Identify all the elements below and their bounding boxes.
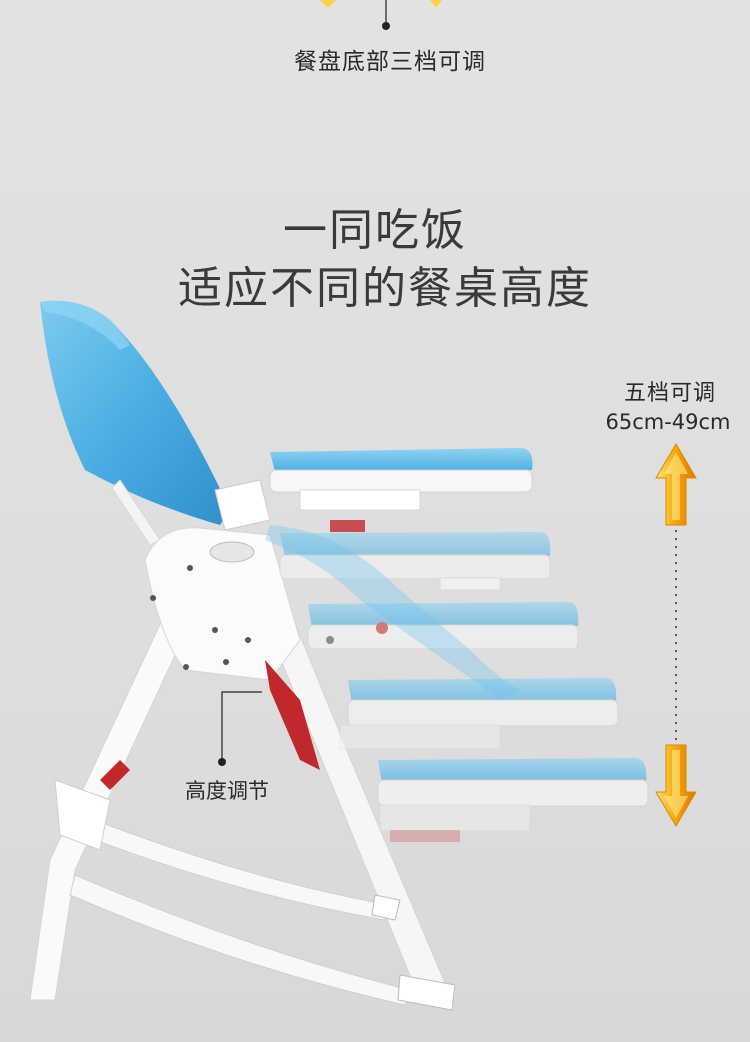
chair-backrest (40, 300, 230, 525)
chair-hinge-plate (144, 479, 320, 770)
levels-caption: 五档可调 (623, 381, 716, 406)
tray-arm-ghost (265, 525, 520, 700)
tray-level-1 (269, 448, 533, 532)
tray-bottom-caption: 餐盘底部三档可调 (294, 49, 486, 75)
chair-frame (29, 479, 456, 1011)
arrow-down-icon (655, 744, 697, 827)
headline-line-2: 适应不同的餐桌高度 (178, 263, 592, 314)
height-adjust-caption: 高度调节 (185, 779, 269, 803)
height-range-caption: 65cm-49cm (605, 410, 731, 434)
tray-level-5 (377, 758, 649, 842)
tray-level-4 (339, 678, 619, 750)
top-glow-decoration (320, 0, 442, 30)
arrow-up-icon (655, 443, 697, 526)
height-label-pointer (218, 691, 262, 766)
tray-levels (265, 448, 649, 842)
tray-level-2 (279, 532, 551, 591)
tray-level-3 (307, 602, 579, 650)
headline-line-1: 一同吃饭 (283, 205, 467, 256)
